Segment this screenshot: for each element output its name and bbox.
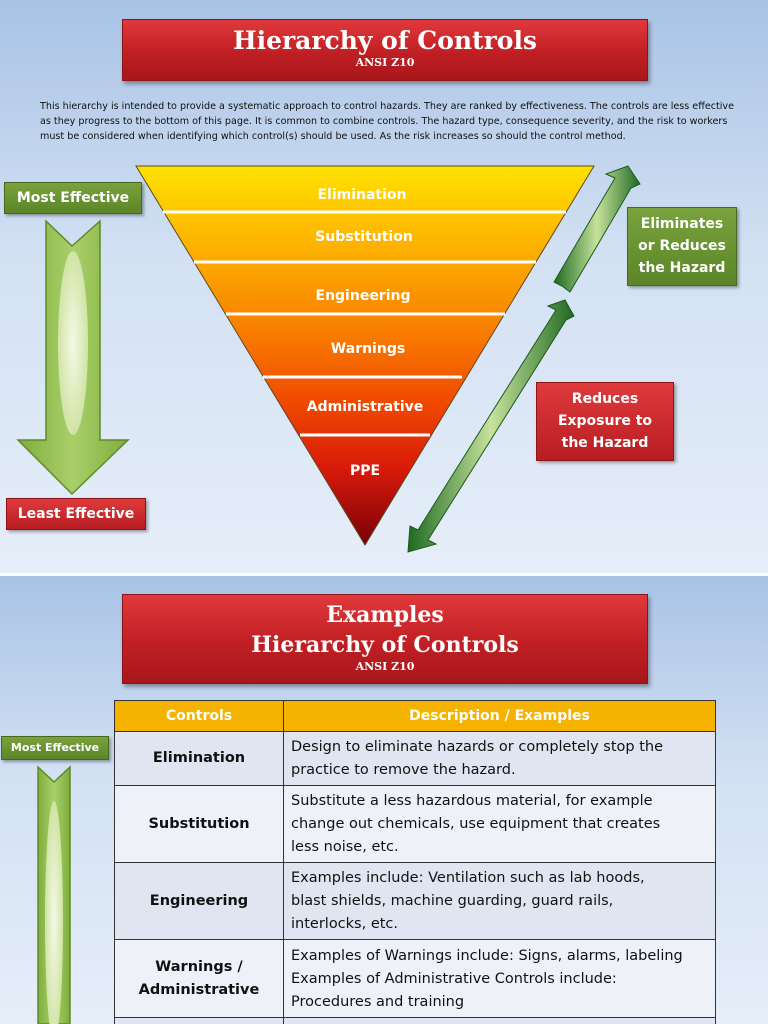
control-name: Engineering [149, 892, 249, 909]
examples-title-banner: Examples Hierarchy of Controls ANSI Z10 [122, 594, 648, 684]
reduces-line-2: Exposure to [557, 413, 653, 429]
least-effective-label: Least Effective [6, 498, 146, 530]
control-cell: Elimination [114, 731, 284, 786]
table-row [114, 1017, 716, 1024]
examples-title-line2: Hierarchy of Controls [251, 632, 519, 658]
control-name: Administrative [138, 981, 260, 998]
description-line: less noise, etc. [291, 839, 399, 855]
eliminates-line-1: Eliminates [640, 216, 724, 232]
control-cell: Engineering [114, 862, 284, 940]
description-line: interlocks, etc. [291, 916, 399, 932]
title-banner: Hierarchy of Controls ANSI Z10 [122, 19, 648, 81]
examples-title-line1: Examples [326, 602, 444, 628]
level-elimination: Elimination [317, 187, 406, 203]
description-line: Examples of Warnings include: Signs, ala… [291, 947, 683, 964]
level-warnings: Warnings [331, 341, 405, 357]
table-row: Warnings / Administrative Examples of Wa… [114, 939, 716, 1018]
control-name: Elimination [152, 750, 246, 766]
eliminates-line-2: or Reduces [638, 238, 726, 254]
table-row: Substitution Substitute a less hazardous… [114, 785, 716, 863]
page-subtitle: ANSI Z10 [355, 56, 415, 69]
description-cell: Examples of Warnings include: Signs, ala… [283, 939, 716, 1018]
description-cell [283, 1017, 716, 1024]
control-cell: Warnings / Administrative [114, 939, 284, 1018]
intro-paragraph: This hierarchy is intended to provide a … [40, 101, 734, 142]
slide-hierarchy: Hierarchy of Controls ANSI Z10 This hier… [0, 0, 768, 573]
description-cell: Examples include: Ventilation such as la… [283, 862, 716, 940]
eliminates-hazard-label: Eliminates or Reduces the Hazard [627, 207, 737, 286]
description-line: Examples of Administrative Controls incl… [291, 970, 617, 987]
description-cell: Design to eliminate hazards or completel… [283, 731, 716, 786]
diagonal-double-arrow-icon [407, 165, 641, 553]
most-effective-label: Most Effective [4, 182, 142, 214]
level-dividers [163, 210, 566, 437]
description-line: Design to eliminate hazards or completel… [291, 739, 664, 755]
eliminates-line-3: the Hazard [638, 260, 726, 276]
level-substitution: Substitution [315, 229, 413, 245]
page-title: Hierarchy of Controls [232, 26, 538, 55]
header-description: Description / Examples [283, 700, 716, 732]
level-ppe: PPE [350, 463, 380, 479]
controls-examples-table: Controls Description / Examples Eliminat… [114, 700, 716, 1024]
hierarchy-graphic: Elimination Substitution Engineering War… [16, 165, 641, 553]
effectiveness-down-arrow-icon [37, 765, 71, 1024]
effectiveness-down-arrow-icon [16, 219, 130, 496]
description-cell: Substitute a less hazardous material, fo… [283, 785, 716, 863]
description-line: Substitute a less hazardous material, fo… [291, 793, 653, 809]
description-line: blast shields, machine guarding, guard r… [291, 893, 614, 909]
header-controls: Controls [114, 700, 284, 732]
description-line: Examples include: Ventilation such as la… [291, 870, 645, 886]
table-row: Engineering Examples include: Ventilatio… [114, 862, 716, 940]
control-name: Warnings / [155, 958, 243, 975]
examples-subtitle: ANSI Z10 [355, 660, 415, 673]
description-line: practice to remove the hazard. [291, 762, 516, 778]
level-administrative: Administrative [307, 399, 424, 415]
slide-examples: Examples Hierarchy of Controls ANSI Z10 … [0, 576, 768, 1024]
control-cell [114, 1017, 284, 1024]
most-effective-label: Most Effective [1, 736, 109, 760]
table-row: Elimination Design to eliminate hazards … [114, 731, 716, 786]
level-engineering: Engineering [316, 288, 411, 304]
table-header-row: Controls Description / Examples [114, 700, 716, 732]
control-name: Substitution [148, 815, 250, 832]
slide-divider [0, 573, 768, 576]
down-arrow-graphic [37, 765, 71, 1024]
reduces-line-3: the Hazard [561, 435, 649, 451]
control-cell: Substitution [114, 785, 284, 863]
description-line: change out chemicals, use equipment that… [291, 816, 661, 832]
reduces-line-1: Reduces [571, 391, 639, 407]
description-line: Procedures and training [291, 993, 465, 1010]
reduces-exposure-label: Reduces Exposure to the Hazard [536, 382, 674, 461]
